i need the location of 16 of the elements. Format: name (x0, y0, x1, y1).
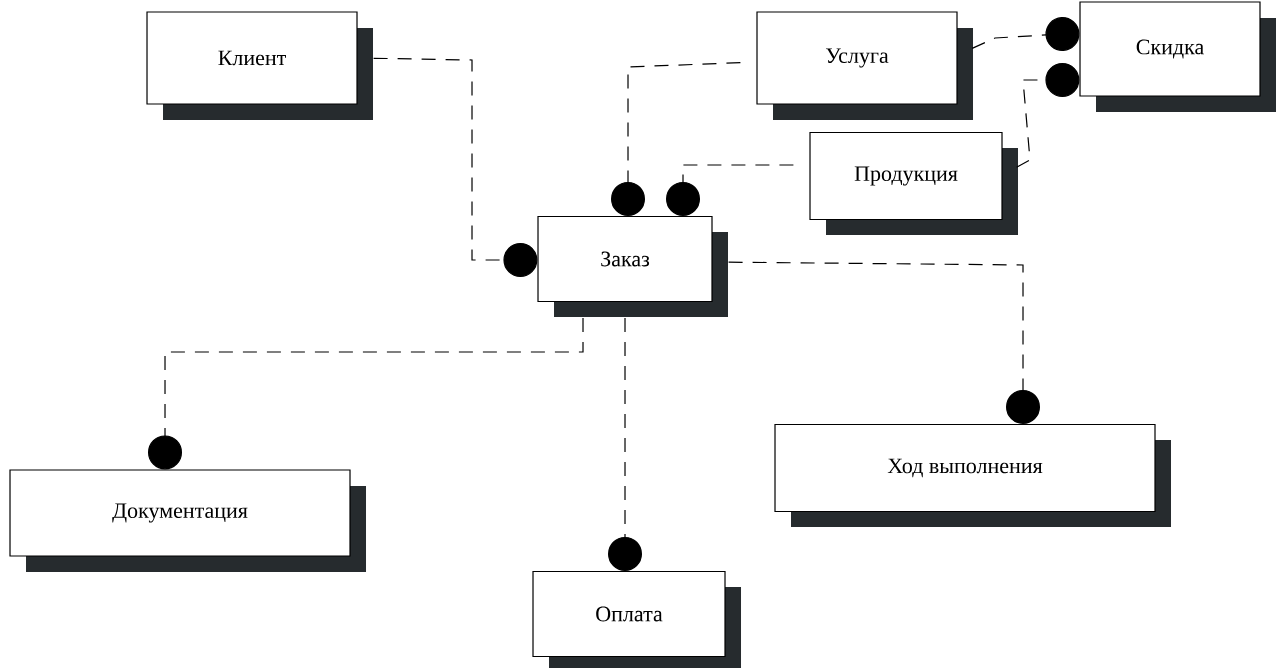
connector (1016, 63, 1080, 168)
connector (373, 57, 538, 277)
connector (611, 62, 741, 216)
connector (148, 317, 584, 470)
entity-box: Документация (9, 469, 366, 572)
entity-box: Ход выполнения (774, 423, 1171, 527)
entity-box: Услуга (756, 11, 973, 120)
entity-box: Скидка (1079, 1, 1276, 112)
entity-box: Продукция (809, 131, 1018, 235)
connector (608, 317, 642, 571)
entity-box: Клиент (146, 11, 373, 120)
connector (666, 164, 794, 216)
connector (728, 261, 1040, 424)
entity-box: Заказ (537, 215, 728, 317)
connector (971, 17, 1080, 51)
entity-box: Оплата (532, 570, 741, 668)
